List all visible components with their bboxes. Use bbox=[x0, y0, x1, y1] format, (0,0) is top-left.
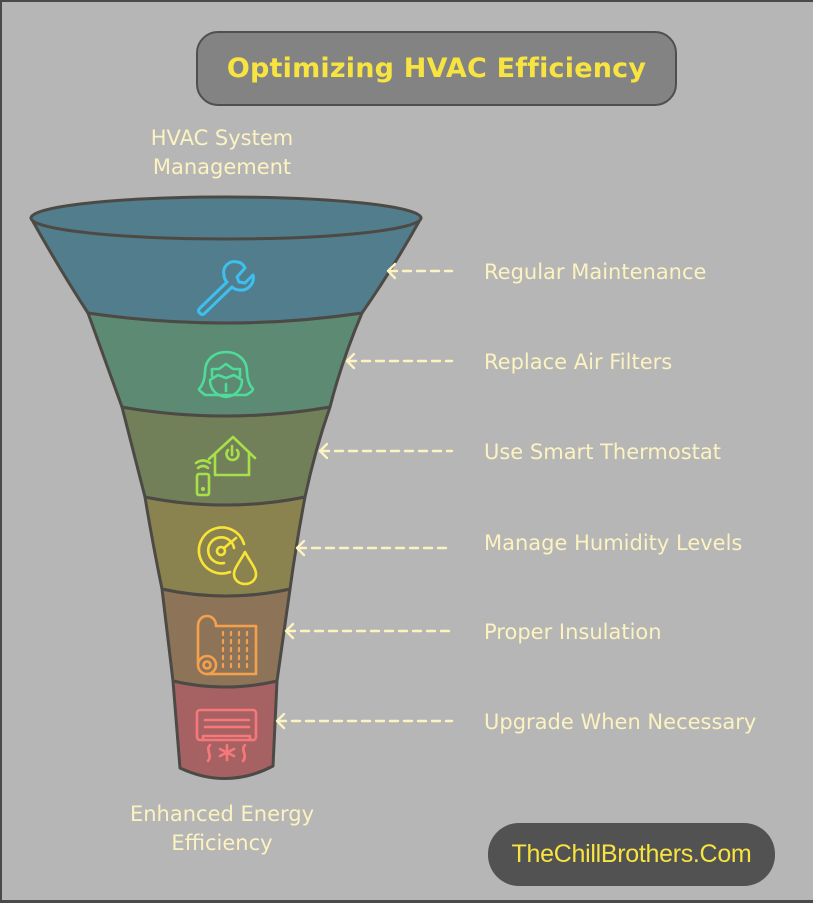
funnel-bottom-label-line1: Enhanced Energy bbox=[129, 802, 315, 826]
arrow-stage-4 bbox=[295, 539, 454, 557]
arrow-stage-3 bbox=[318, 442, 454, 460]
page-title: Optimizing HVAC Efficiency bbox=[226, 53, 647, 84]
stage-label-proper-insulation: Proper Insulation bbox=[484, 620, 662, 644]
funnel-bottom-label-line2: Efficiency bbox=[171, 831, 273, 855]
stage-label-replace-air-filters: Replace Air Filters bbox=[484, 350, 673, 374]
stage-label-manage-humidity-levels: Manage Humidity Levels bbox=[484, 531, 743, 555]
funnel-bottom-label: Enhanced Energy Efficiency bbox=[102, 800, 342, 858]
arrow-stage-6 bbox=[275, 712, 454, 730]
funnel-top-label-line1: HVAC System bbox=[150, 126, 294, 150]
air-conditioner-icon bbox=[195, 708, 258, 763]
humidity-gauge-icon bbox=[197, 526, 258, 586]
arrow-stage-1 bbox=[386, 262, 454, 280]
funnel-stage-5 bbox=[160, 587, 292, 689]
funnel-rim bbox=[29, 195, 423, 241]
funnel-stage-6 bbox=[171, 679, 279, 780]
insulation-roll-icon bbox=[196, 614, 258, 676]
stage-label-upgrade-when-necessary: Upgrade When Necessary bbox=[484, 710, 757, 734]
stage-label-regular-maintenance: Regular Maintenance bbox=[484, 260, 707, 284]
title-banner: Optimizing HVAC Efficiency bbox=[196, 31, 677, 106]
stage-label-use-smart-thermostat: Use Smart Thermostat bbox=[484, 440, 722, 464]
wrench-icon bbox=[197, 260, 255, 316]
funnel-top-label-line2: Management bbox=[152, 155, 292, 179]
face-mask-icon bbox=[197, 350, 255, 399]
brand-text: TheChillBrothers.Com bbox=[511, 840, 752, 868]
connector-arrows bbox=[275, 262, 454, 730]
funnel-top-label: HVAC System Management bbox=[112, 124, 332, 182]
arrow-stage-5 bbox=[284, 622, 454, 640]
arrow-stage-2 bbox=[345, 352, 454, 370]
brand-badge: TheChillBrothers.Com bbox=[488, 823, 775, 886]
smart-home-icon bbox=[194, 435, 257, 497]
